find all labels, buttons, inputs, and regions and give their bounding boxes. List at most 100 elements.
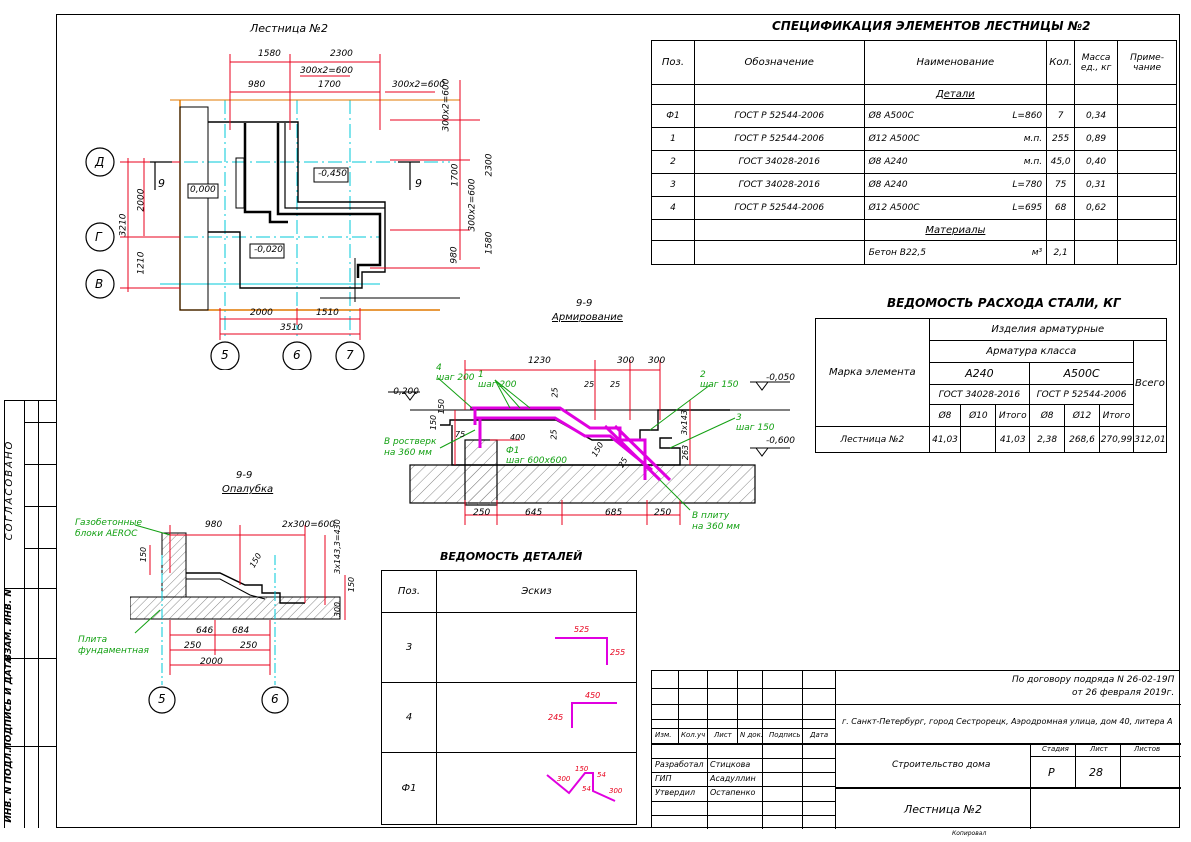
steel-group: Изделия арматурные — [928, 318, 1168, 341]
form-dim-bottom-3: 250 — [184, 641, 202, 651]
spec-head-mass: Масса ед., кг — [1074, 40, 1119, 85]
details-title: ВЕДОМОСТЬ ДЕТАЛЕЙ — [440, 550, 583, 563]
arm-dim-bottom-2: 645 — [525, 508, 543, 518]
arm-level-2: -0,050 — [766, 373, 796, 383]
plan-level-2: -0,450 — [318, 169, 348, 179]
side-stamp-sign: ПОДПИСЬ И ДАТА — [4, 656, 14, 750]
plan-dim-left-2: 2000 — [136, 188, 147, 212]
stamp-name-1: Стицкова — [710, 760, 751, 769]
details-row: Ф1 300 150 54 54 300 — [381, 752, 637, 825]
stamp-name-3: Остапенко — [710, 788, 756, 797]
plan-dim-bottom-3: 3510 — [280, 323, 303, 333]
form-section-title: 9-9 — [236, 470, 253, 481]
plan-dim-bottom-2: 1510 — [316, 308, 339, 318]
steel-mark-head: Марка элемента — [815, 318, 930, 427]
plan-level-1: 0,000 — [190, 185, 216, 195]
stamp-stage-head: Стадия — [1042, 745, 1069, 753]
plan-dim-left-1: 3210 — [118, 213, 129, 237]
drawing-frame — [56, 14, 1180, 828]
form-dim-bottom-4: 250 — [240, 641, 258, 651]
spec-table: Поз. Обозначение Наименование Кол. Масса… — [651, 40, 1177, 265]
steel-title: ВЕДОМОСТЬ РАСХОДА СТАЛИ, КГ — [887, 296, 1121, 310]
arm-small-dim-7: 150 — [437, 398, 447, 415]
details-head-sketch: Эскиз — [436, 570, 637, 613]
steel-gost-1: ГОСТ 34028-2016 — [928, 384, 1031, 405]
form-section-subtitle: Опалубка — [222, 484, 274, 495]
arm-small-dim-8: 75 — [455, 430, 466, 439]
arm-small-dim-2: 25 — [584, 380, 595, 389]
plan-level-3: -0,020 — [254, 245, 284, 255]
stamp-footer: Копировал — [952, 830, 987, 837]
axis-bubble-6: 6 — [293, 348, 301, 362]
form-dim-right-1: 3х143,3=430 — [332, 519, 342, 574]
stamp-name-2: Асадуллин — [710, 774, 756, 783]
arm-small-dim-3: 25 — [610, 380, 621, 389]
axis-bubble-v: В — [95, 277, 104, 291]
side-stamp-inv: ИНВ. N ПОДЛ. — [4, 749, 14, 823]
plan-section-right: 9 — [415, 177, 422, 190]
spec-head-qty: Кол. — [1046, 40, 1076, 85]
stamp-col-sign: Подпись — [769, 731, 801, 739]
arm-dim-top-3: 300 — [648, 356, 666, 366]
plan-title: Лестница №2 — [250, 22, 328, 35]
form-dim-left: 150 — [139, 546, 149, 563]
spec-head-note: Приме- чание — [1117, 40, 1177, 85]
arm-small-dim-10: 263 — [681, 444, 691, 461]
steel-gost-2: ГОСТ Р 52544-2006 — [1029, 384, 1134, 405]
form-dim-top-2: 2х300=600 — [282, 520, 335, 530]
arm-small-dim-1: 25 — [550, 387, 560, 398]
arm-small-dim-9: 3х143 — [680, 409, 690, 436]
form-dim-bottom-5: 2000 — [200, 657, 223, 667]
arm-level-3: -0,600 — [766, 436, 796, 446]
plan-dim-right-6: 980 — [449, 246, 460, 264]
form-dim-bottom-1: 646 — [196, 626, 214, 636]
stamp-sheet: 28 — [1089, 766, 1103, 779]
arm-section-subtitle: Армирование — [552, 312, 623, 323]
stamp-role-1: Разработал — [655, 760, 704, 769]
arm-dim-bottom-1: 250 — [473, 508, 491, 518]
stamp-sheets-head: Листов — [1134, 745, 1161, 753]
arm-dim-top-2: 300 — [617, 356, 635, 366]
stamp-address: г. Санкт-Петербург, город Сестрорецк, Аэ… — [842, 717, 1173, 726]
section-reinforcement — [388, 360, 790, 525]
plan-dim-right-3: 1700 — [450, 163, 461, 187]
plan-section-left: 9 — [158, 177, 165, 190]
steel-sub: Арматура класса — [928, 340, 1134, 363]
plan-dim-left-3: 1210 — [136, 251, 147, 275]
form-dim-top-1: 980 — [205, 520, 223, 530]
stamp-col-kol: Кол.уч — [681, 731, 706, 739]
arm-level-1: -0,200 — [390, 387, 420, 397]
stair-plan — [85, 54, 480, 370]
spec-head-doc: Обозначение — [693, 40, 865, 85]
form-dim-right-2: 150 — [347, 576, 357, 593]
steel-class-a500: А500С — [1029, 362, 1134, 385]
spec-section-materials: Материалы — [863, 219, 1048, 241]
form-axis-6: 6 — [271, 692, 279, 706]
section-formwork — [130, 524, 346, 714]
arm-small-dim-4: 25 — [549, 429, 559, 440]
plan-dim-top-2: 2300 — [330, 49, 353, 59]
steel-table: Марка элемента Изделия арматурные Армату… — [815, 318, 1168, 453]
stamp-sheet-head: Лист — [1090, 745, 1108, 753]
plan-dim-top-6: 300х2=600 — [392, 80, 445, 90]
axis-bubble-5: 5 — [221, 348, 229, 362]
stamp-col-izm: Изм. — [655, 731, 672, 739]
form-dim-bottom-2: 684 — [232, 626, 250, 636]
stamp-contract-2: от 26 февраля 2019г. — [1072, 688, 1175, 698]
plan-dim-top-4: 300х2=600 — [300, 66, 353, 76]
spec-head-name: Наименование — [863, 40, 1048, 85]
stamp-col-date: Дата — [810, 731, 829, 739]
axis-bubble-g: Г — [95, 230, 102, 244]
form-axis-5: 5 — [158, 692, 166, 706]
